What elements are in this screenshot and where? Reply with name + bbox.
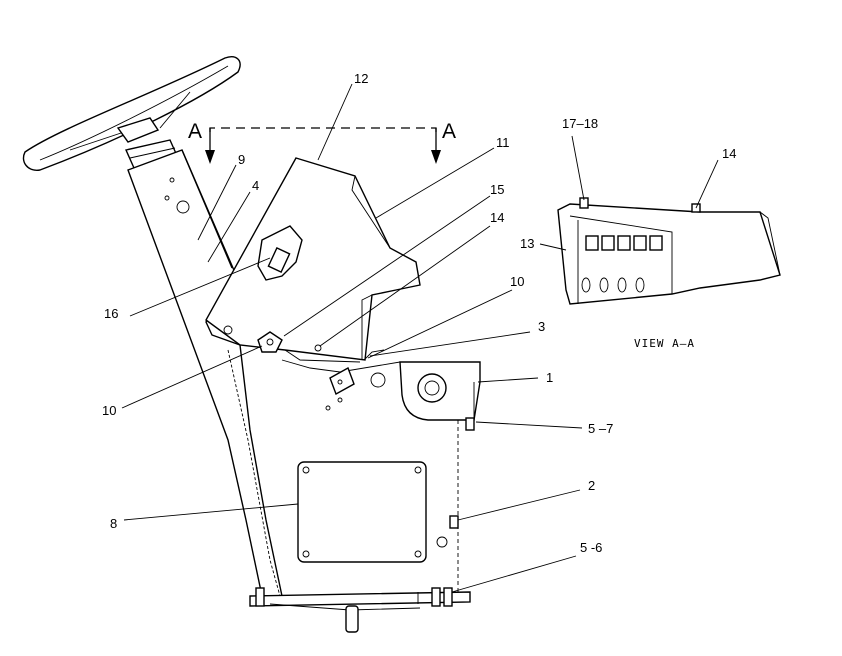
callout-4: 4 [252, 178, 259, 193]
callout-12: 12 [354, 71, 368, 86]
callout-9: 9 [238, 152, 245, 167]
fastener-2 [436, 515, 459, 548]
callout-13: 13 [520, 236, 534, 251]
callout-8: 8 [110, 516, 117, 531]
callout-5-7: 5 –7 [588, 421, 613, 436]
callout-16: 16 [104, 306, 118, 321]
callout-1: 1 [546, 370, 553, 385]
callout-10-right: 10 [510, 274, 524, 289]
fastener-10 [257, 331, 283, 353]
access-panel-8 [297, 461, 427, 563]
view-title: VIEW A–A [634, 337, 695, 350]
knob-16 [257, 225, 303, 281]
steering-column [127, 149, 283, 597]
callout-14-main: 14 [490, 210, 504, 225]
callout-11: 11 [496, 135, 510, 150]
section-line [205, 127, 441, 164]
steering-wheel [22, 56, 241, 171]
view-a-a-detail [557, 197, 781, 305]
callout-2: 2 [588, 478, 595, 493]
callout-5-6: 5 -6 [580, 540, 602, 555]
pedestal [281, 349, 481, 600]
callout-15: 15 [490, 182, 504, 197]
section-marker-right: A [442, 120, 456, 143]
base-plate [249, 587, 471, 633]
section-marker-left: A [188, 120, 202, 143]
upper-console [205, 157, 421, 363]
callout-14-view: 14 [722, 146, 736, 161]
callout-17-18: 17–18 [562, 116, 598, 131]
callout-3: 3 [538, 319, 545, 334]
leader-lines [121, 83, 719, 593]
callout-10-left: 10 [102, 403, 116, 418]
